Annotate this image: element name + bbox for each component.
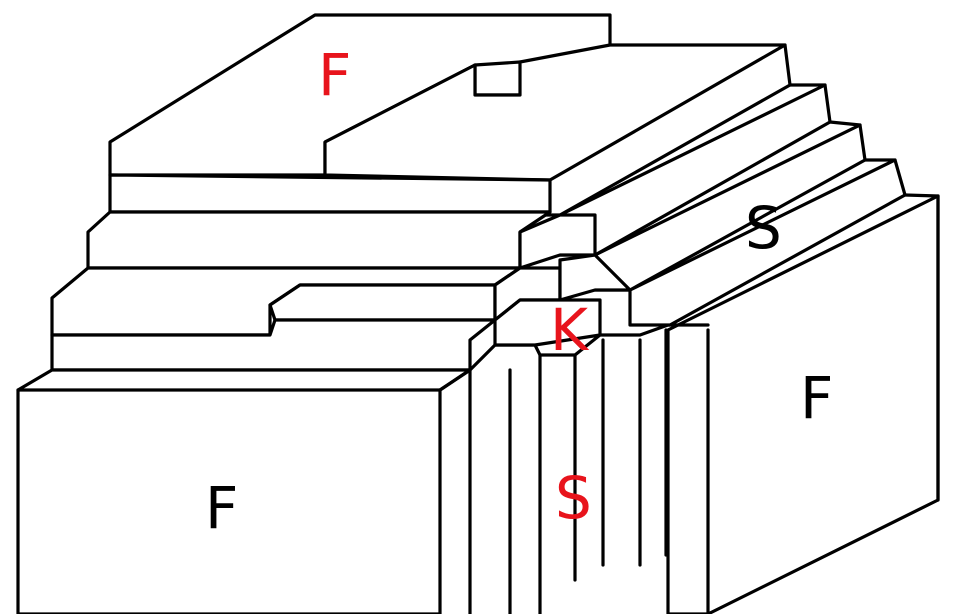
right-stepped-terraces [518, 43, 940, 327]
top-face-label: F [318, 41, 351, 109]
fourth-terrace [50, 298, 602, 372]
right-terrace-block [666, 194, 940, 614]
step-front-label: S [555, 464, 592, 532]
front-terrace-block [16, 368, 472, 614]
step-edge-label: S [745, 194, 782, 262]
front-face-label: F [205, 474, 238, 542]
right-face-label: F [800, 364, 833, 432]
top-terrace [108, 13, 787, 214]
kink-label: K [550, 296, 590, 364]
second-terrace [86, 210, 597, 270]
